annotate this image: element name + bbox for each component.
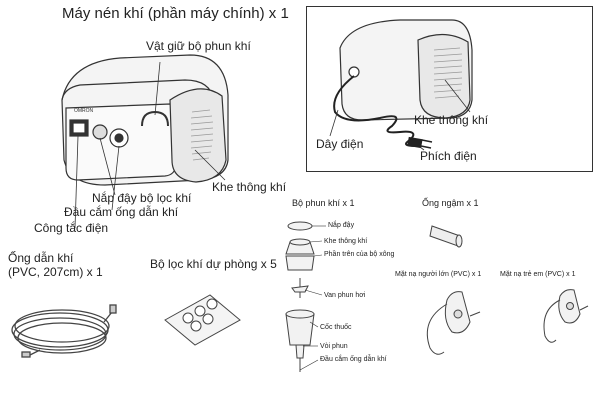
label-power-cord: Dây điện [316, 137, 364, 151]
label-power-plug: Phích điện [420, 149, 477, 163]
label-mouthpiece: Ống ngậm x 1 [422, 198, 479, 208]
label-air-tube-line1: Ống dẫn khí [8, 251, 74, 265]
label-child-mask: Mặt nạ trẻ em (PVC) x 1 [500, 271, 576, 278]
label-kit-cup: Cốc thuốc [320, 324, 352, 331]
back-view-frame [306, 6, 593, 172]
label-kit-cap: Nắp đậy [328, 222, 355, 229]
nebulizer-leader-lines [299, 225, 326, 371]
adult-mask-image [426, 291, 481, 355]
compressor-back-image [339, 19, 473, 121]
label-nebulizer-kit-title: Bộ phun khí x 1 [292, 198, 355, 208]
main-unit-title: Máy nén khí (phần máy chính) x 1 [62, 5, 289, 22]
label-kit-vent: Khe thông khí [324, 238, 368, 245]
nebulizer-kit-image [285, 221, 315, 372]
label-front-vent: Khe thông khí [212, 180, 287, 194]
main-unit-leader-lines [74, 61, 226, 229]
label-nebulizer-holder: Vật giữ bộ phun khí [146, 39, 251, 53]
spare-filters-image [164, 294, 241, 346]
back-view-leader-lines [329, 79, 471, 151]
label-adult-mask: Mặt nạ người lớn (PVC) x 1 [395, 271, 482, 278]
label-air-tube-line2: (PVC, 207cm) x 1 [8, 265, 103, 279]
label-power-switch: Công tắc điện [34, 221, 109, 235]
label-kit-valve: Van phun hơi [324, 292, 366, 299]
compressor-front-image [61, 54, 229, 186]
label-kit-nozzle: Vòi phun [320, 343, 348, 350]
label-spare-filters: Bộ lọc khí dự phòng x 5 [150, 257, 277, 271]
label-kit-top: Phần trên của bộ xông [324, 251, 395, 258]
label-tube-port: Đầu cắm ống dẫn khí [64, 205, 179, 219]
child-mask-image [543, 289, 589, 343]
power-plug-image [407, 136, 433, 149]
label-back-vent: Khe thông khí [414, 113, 489, 127]
label-kit-connector: Đầu cắm ống dẫn khí [320, 356, 387, 363]
mouthpiece-image [429, 225, 463, 248]
brand-logo: OMRON [74, 108, 94, 114]
label-filter-cover: Nắp đậy bộ lọc khí [92, 191, 192, 205]
air-tube-image [11, 304, 117, 358]
